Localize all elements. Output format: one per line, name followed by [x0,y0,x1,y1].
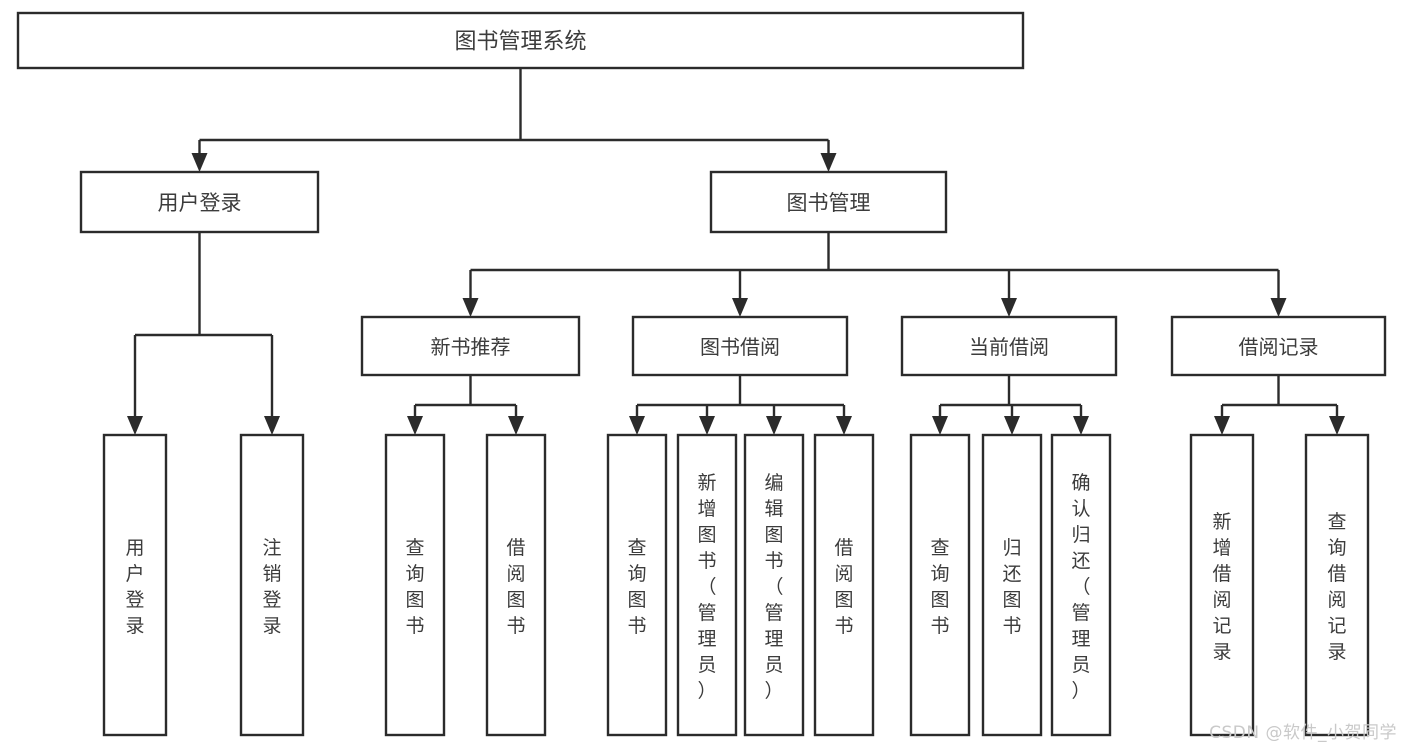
level1-node-0-box[interactable] [79,170,320,234]
leaf-node-12[interactable]: 查询借阅记录 [1304,433,1370,737]
leaf-node-6-label: 编辑图书（管理员） [764,472,783,702]
arrow-head [191,153,208,172]
level2-node-0[interactable]: 新书推荐 [360,315,581,377]
level1-node-0[interactable]: 用户登录 [79,170,320,234]
leaf-node-1-box[interactable] [239,433,305,737]
leaf-node-9-box[interactable] [981,433,1043,737]
leaf-node-11[interactable]: 新增借阅记录 [1189,433,1255,737]
level2-node-0-label: 新书推荐 [431,335,511,359]
root-node[interactable]: 图书管理系统 [16,11,1025,70]
arrow-head [629,416,645,435]
level1-node-1[interactable]: 图书管理 [709,170,948,234]
arrow-head [508,416,524,435]
root-node-box[interactable] [16,11,1025,70]
level1-node-1-box[interactable] [709,170,948,234]
leaf-node-11-box[interactable] [1189,433,1255,737]
leaf-node-8-label: 查询图书 [930,537,949,637]
leaf-node-3-box[interactable] [485,433,547,737]
level2-node-2-label: 当前借阅 [969,335,1049,359]
leaf-node-10[interactable]: 确认归还（管理员） [1050,433,1112,737]
level1-node-0-label: 用户登录 [158,191,242,215]
connectors-layer [127,68,1345,435]
leaf-node-7-label: 借阅图书 [834,537,853,637]
root-node-label: 图书管理系统 [454,30,586,55]
leaf-node-3[interactable]: 借阅图书 [485,433,547,737]
nodes-layer: 图书管理系统用户登录图书管理新书推荐图书借阅当前借阅借阅记录用户登录注销登录查询… [16,11,1387,737]
leaf-node-6[interactable]: 编辑图书（管理员） [743,433,805,737]
level2-node-2[interactable]: 当前借阅 [900,315,1118,377]
level2-node-3-box[interactable] [1170,315,1387,377]
level2-node-1[interactable]: 图书借阅 [631,315,849,377]
leaf-node-1-label: 注销登录 [262,537,281,637]
arrow-head [407,416,423,435]
leaf-node-12-box[interactable] [1304,433,1370,737]
leaf-node-8[interactable]: 查询图书 [909,433,971,737]
arrow-head [766,416,782,435]
leaf-node-10-label: 确认归还（管理员） [1071,472,1090,702]
watermark-text: CSDN @软件_小贺同学 [1209,723,1397,743]
leaf-node-4[interactable]: 查询图书 [606,433,668,737]
leaf-node-5[interactable]: 新增图书（管理员） [676,433,738,737]
arrow-head [1329,416,1345,435]
arrow-head [932,416,948,435]
leaf-node-3-label: 借阅图书 [506,537,525,637]
arrow-head [820,153,837,172]
level2-node-0-box[interactable] [360,315,581,377]
arrow-head [732,298,748,317]
leaf-node-7-box[interactable] [813,433,875,737]
leaf-node-0-label: 用户登录 [125,537,144,637]
arrow-head [127,416,143,435]
leaf-node-9[interactable]: 归还图书 [981,433,1043,737]
level1-node-1-label: 图书管理 [787,191,871,215]
leaf-node-4-label: 查询图书 [627,537,646,637]
level2-node-2-box[interactable] [900,315,1118,377]
level2-node-1-label: 图书借阅 [700,335,780,359]
leaf-node-8-box[interactable] [909,433,971,737]
arrow-head [836,416,852,435]
leaf-node-4-box[interactable] [606,433,668,737]
leaf-node-12-label: 查询借阅记录 [1327,511,1346,663]
level2-node-1-box[interactable] [631,315,849,377]
leaf-node-10-box[interactable] [1050,433,1112,737]
leaf-node-6-box[interactable] [743,433,805,737]
leaf-node-2-label: 查询图书 [405,537,424,637]
level2-node-3-label: 借阅记录 [1239,335,1319,359]
leaf-node-2-box[interactable] [384,433,446,737]
leaf-node-9-label: 归还图书 [1002,537,1021,637]
arrow-head [1270,298,1287,317]
arrow-head [1073,416,1089,435]
leaf-node-7[interactable]: 借阅图书 [813,433,875,737]
arrow-head [462,298,479,317]
leaf-node-11-label: 新增借阅记录 [1212,511,1231,663]
leaf-node-1[interactable]: 注销登录 [239,433,305,737]
leaf-node-5-box[interactable] [676,433,738,737]
leaf-node-2[interactable]: 查询图书 [384,433,446,737]
leaf-node-5-label: 新增图书（管理员） [697,472,716,702]
leaf-node-0-box[interactable] [102,433,168,737]
arrow-head [699,416,715,435]
arrow-head [1001,298,1017,317]
arrow-head [1004,416,1020,435]
leaf-node-0[interactable]: 用户登录 [102,433,168,737]
arrow-head [1214,416,1230,435]
level2-node-3[interactable]: 借阅记录 [1170,315,1387,377]
arrow-head [264,416,280,435]
